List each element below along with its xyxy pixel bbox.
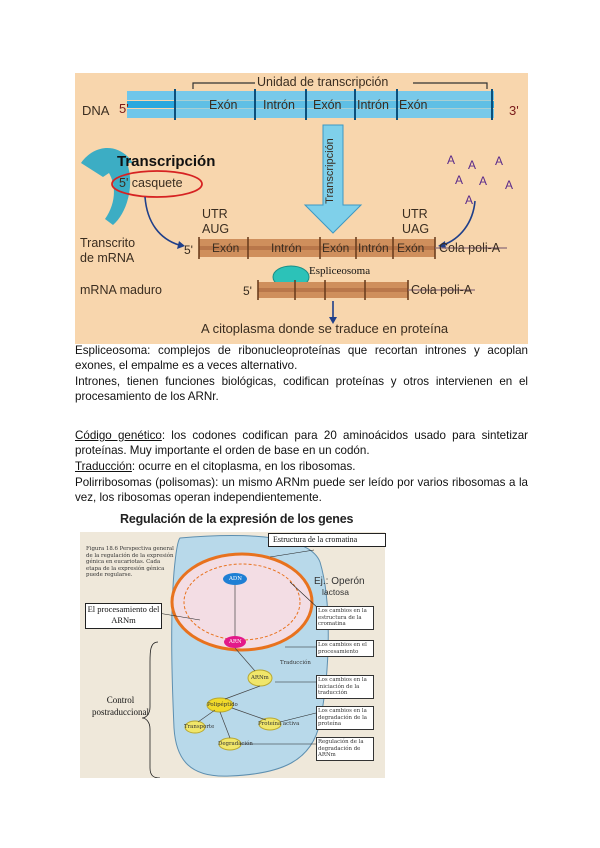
poly-a-letter: A — [465, 193, 474, 207]
callout-translation-change: Los cambios en la iniciación de la tradu… — [316, 675, 374, 699]
gene-exon-2: Exón — [313, 98, 342, 112]
node-traduccion: Traducción — [280, 660, 311, 666]
callout-mrna-degradation: Regulación de la degradación de ARNm — [316, 737, 374, 761]
dna-three-prime: 3' — [509, 103, 519, 118]
genetic-code-term: Código genético — [75, 429, 162, 442]
cell-diagram — [141, 535, 329, 778]
node-transporte: Transporte — [184, 724, 215, 730]
callout-chromatin-change: Los cambios en la estructura de la croma… — [316, 606, 374, 630]
gene-exon-1: Exón — [209, 98, 238, 112]
uag-label: UAG — [402, 222, 430, 236]
mrna-processing-line1: El procesamiento del — [87, 604, 160, 614]
cytoplasm-caption: A citoplasma donde se traduce en proteín… — [201, 321, 449, 336]
figure-caption: Figura 18.6 Perspectiva general de la re… — [86, 546, 174, 579]
transcript-exon-3: Exón — [397, 241, 425, 255]
polysomes-paragraph: Polirribosomas (polisomas): un mismo ARN… — [75, 476, 528, 505]
transcript-exon-1: Exón — [212, 241, 240, 255]
poly-a-letter: A — [455, 173, 464, 187]
node-degradacion: Degradación — [218, 741, 253, 747]
dna-five-prime: 5' — [119, 101, 129, 116]
mature-mrna-label: mRNA maduro — [80, 283, 162, 297]
transcription-figure: Unidad de transcripción DNA 5' 3' Exón I… — [75, 73, 528, 344]
cap-label: 5' casquete — [119, 176, 183, 190]
aug-label: AUG — [202, 222, 230, 236]
callout-processing-change: Los cambios en el procesamiento — [316, 640, 374, 658]
translation-term: Traducción — [75, 460, 132, 473]
poly-a-tail-label: Cola poli-A — [439, 241, 501, 255]
mature-poly-a-label: Cola poli-A — [411, 283, 473, 297]
translation-paragraph: Traducción: ocurre en el citoplasma, en … — [75, 459, 528, 474]
poly-a-letter: A — [495, 154, 504, 168]
poly-a-letter: A — [447, 153, 456, 167]
introns-paragraph: Intrones, tienen funciones biológicas, c… — [75, 375, 528, 404]
transcript-label: de mRNA — [80, 251, 135, 265]
translation-text: : ocurre en el citoplasma, en los riboso… — [131, 460, 356, 473]
transcript-label: Transcrito — [80, 236, 136, 250]
gene-exon-3: Exón — [399, 98, 428, 112]
node-adn: ADN — [229, 576, 242, 582]
poly-a-letter: A — [479, 174, 488, 188]
operon-label-line2: lactosa — [322, 587, 349, 597]
dna-label: DNA — [82, 103, 110, 118]
chromatin-structure-label: Estructura de la cromatina — [268, 533, 386, 547]
transcription-heading: Transcripción — [117, 153, 216, 170]
callout-protein-degradation: Los cambios en la degradación de la prot… — [316, 706, 374, 730]
node-polipeptido: Polipéptido — [207, 702, 238, 708]
node-arn: ARN — [229, 639, 242, 645]
gene-regulation-figure: Figura 18.6 Perspectiva general de la re… — [80, 532, 385, 778]
mrna-processing-label: El procesamiento del ARNm — [85, 603, 162, 629]
gene-intron-1: Intrón — [263, 98, 295, 112]
spliceosome-paragraph: Espliceosoma: complejos de ribonucleopro… — [75, 344, 528, 373]
genetic-code-text: : los codones codifican para 20 aminoáci… — [75, 429, 529, 458]
gene-intron-2: Intrón — [357, 98, 389, 112]
poly-a-letter: A — [468, 158, 477, 172]
operon-label: Ej.: Operón lactosa — [314, 576, 365, 598]
post-translational-line1: Control — [106, 695, 135, 705]
transcription-arrow-label: Transcripción — [323, 138, 336, 204]
gene-regulation-title: Regulación de la expresión de los genes — [120, 512, 354, 526]
transcript-intron-2: Intrón — [358, 241, 389, 255]
poly-a-letter: A — [505, 178, 514, 192]
transcription-diagram — [81, 82, 507, 324]
mature-five-prime: 5' — [243, 284, 252, 298]
operon-label-line1: Ej.: Operón — [314, 576, 365, 587]
genetic-code-paragraph: Código genético: los codones codifican p… — [75, 428, 528, 458]
post-translational-line2: postraduccional — [92, 707, 149, 717]
transcript-intron-1: Intrón — [271, 241, 302, 255]
mrna-processing-line2: ARNm — [111, 615, 136, 625]
node-proteina: Proteína activa — [258, 721, 300, 727]
post-translational-label: Control postraduccional — [92, 694, 149, 718]
unit-title: Unidad de transcripción — [257, 75, 389, 89]
transcript-five-prime: 5' — [184, 243, 193, 257]
node-arnm: ARNm — [251, 675, 269, 681]
utr-right-label: UTR — [402, 207, 428, 221]
utr-left-label: UTR — [202, 207, 228, 221]
transcript-exon-2: Exón — [322, 241, 350, 255]
spliceosome-label: Espliceosoma — [309, 265, 371, 277]
